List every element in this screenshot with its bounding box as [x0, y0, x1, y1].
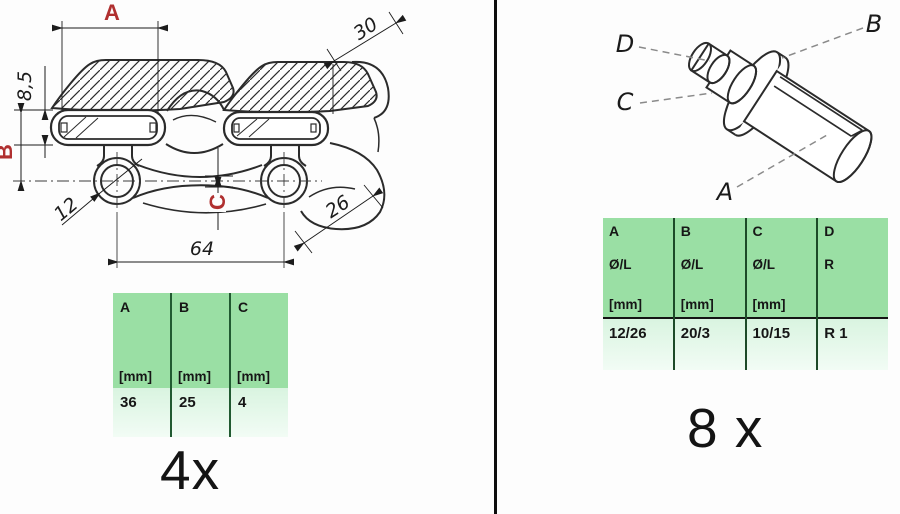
dim-value-64: 64 — [190, 238, 214, 260]
column-letter: C — [746, 218, 817, 248]
quantity-left: 4x — [160, 439, 221, 501]
column-value: 36 — [113, 388, 170, 437]
spec-column-b: B [mm] 25 — [172, 293, 231, 437]
dim-value-26: 26 — [322, 191, 354, 223]
column-value: R 1 — [818, 317, 888, 370]
pedal-profile-drawing: A B C 8,5 12 64 30 26 — [0, 0, 407, 268]
column-letter: B — [172, 293, 229, 355]
tread-tubes — [49, 108, 330, 154]
spec-column-c: C Ø/L [mm] 10/15 — [746, 218, 819, 370]
part-label-d: D — [616, 30, 634, 58]
column-unit: [mm] — [603, 280, 673, 317]
column-value: 25 — [172, 388, 229, 437]
dimension-label-c: C — [205, 194, 230, 210]
pedal-spec-table: A [mm] 36 B [mm] 25 C [mm] 4 — [113, 293, 288, 437]
column-letter: A — [603, 218, 673, 248]
column-letter: C — [231, 293, 288, 355]
rivet-body — [688, 41, 873, 183]
dim-value-8-5: 8,5 — [14, 71, 36, 101]
part-label-b: B — [866, 10, 882, 38]
spec-column-a: A Ø/L [mm] 12/26 — [603, 218, 675, 370]
column-value: 20/3 — [674, 317, 745, 370]
column-unit: [mm] — [172, 355, 229, 388]
eyelet-web — [93, 145, 308, 214]
center-divider — [494, 0, 497, 514]
column-unit: [mm] — [746, 280, 817, 317]
part-label-a: A — [715, 178, 733, 206]
rivet-drawing: D C B A — [616, 10, 882, 206]
spec-column-d: D R R 1 — [818, 218, 888, 370]
column-unit: [mm] — [231, 355, 288, 388]
column-value: 10/15 — [746, 317, 817, 370]
column-letter: A — [113, 293, 170, 355]
label-backing — [209, 193, 226, 212]
column-letter: B — [674, 218, 745, 248]
column-spec: Ø/L — [674, 248, 745, 280]
column-value: 12/26 — [603, 317, 673, 370]
dimension-label-b: B — [0, 144, 17, 160]
dimension-label-a: A — [104, 0, 120, 25]
column-spec: Ø/L — [603, 248, 673, 280]
dimension-lines — [14, 11, 407, 266]
left-panel: A B C 8,5 12 64 30 26 A [mm] 36 B [mm] 2… — [0, 0, 407, 501]
spec-column-b: B Ø/L [mm] 20/3 — [674, 218, 747, 370]
part-label-c: C — [617, 88, 634, 116]
right-panel: D C B A A Ø/L [mm] 12/26 B Ø/L [mm] 20/3… — [497, 0, 900, 514]
column-value: 4 — [231, 388, 288, 437]
spec-column-a: A [mm] 36 — [113, 293, 172, 437]
column-unit — [818, 280, 888, 317]
leader-lines — [638, 27, 864, 188]
quantity-right: 8 x — [687, 397, 764, 459]
column-spec: Ø/L — [746, 248, 817, 280]
dim-value-30: 30 — [350, 13, 382, 45]
dim-value-12: 12 — [50, 193, 83, 225]
column-unit: [mm] — [674, 280, 745, 317]
spec-column-c: C [mm] 4 — [231, 293, 288, 437]
column-spec: R — [818, 248, 888, 280]
rivet-spec-table: A Ø/L [mm] 12/26 B Ø/L [mm] 20/3 C Ø/L [… — [603, 218, 888, 370]
column-unit: [mm] — [113, 355, 170, 388]
column-letter: D — [818, 218, 888, 248]
